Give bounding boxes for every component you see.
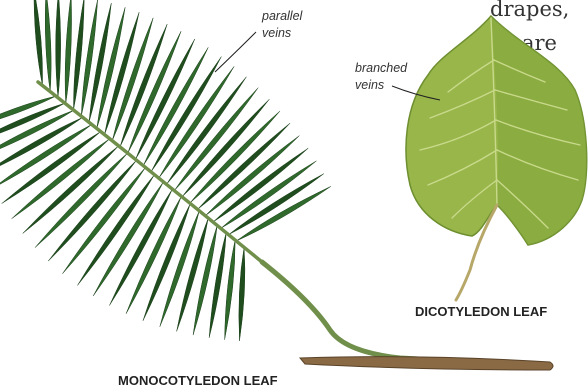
background-text-line-1: drapes, [490, 0, 569, 21]
palm-leaflets [0, 0, 331, 341]
parallel-veins-label-line-2: veins [262, 26, 291, 40]
parallel-veins-label-line-1: parallel [261, 9, 304, 23]
dicotyledon-leaf-image [406, 16, 587, 300]
palm-leaflet-upper [45, 0, 51, 92]
palm-leaflet-upper [65, 0, 71, 104]
palm-petiole-base [300, 357, 553, 370]
branched-veins-label-line-2: veins [355, 78, 384, 92]
dicotyledon-leaf-caption: DICOTYLEDON LEAF [415, 304, 547, 319]
parallel-veins-pointer-line [215, 32, 256, 72]
palm-leaflet-upper [34, 0, 43, 86]
monocotyledon-leaf-caption: MONOCOTYLEDON LEAF [118, 373, 278, 388]
palm-leaflet-upper [89, 3, 111, 122]
palm-leaflet-lower [0, 103, 65, 142]
palm-leaflet-lower [239, 247, 245, 341]
palm-leaflet-upper [213, 148, 308, 222]
palm-leaflet-lower [109, 189, 172, 305]
palm-leaflet-upper [56, 0, 61, 98]
branched-veins-label-line-1: branched [355, 61, 408, 75]
palm-leaflet-lower [225, 240, 235, 340]
